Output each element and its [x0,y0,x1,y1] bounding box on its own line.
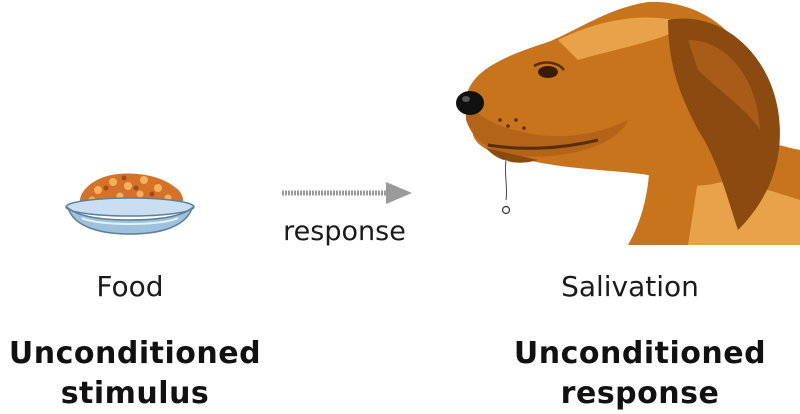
reaction-name: Salivation [561,270,699,303]
term-line: Unconditioned [513,336,767,371]
stimulus-name: Food [96,270,164,303]
food-bowl-icon [65,173,195,235]
arrow-label: response [283,216,406,247]
term-line: Unconditioned [8,336,262,371]
unconditioned-stimulus-term: Unconditioned stimulus [0,334,270,414]
unconditioned-response-term: Unconditioned response [495,334,785,414]
term-line: stimulus [60,376,210,411]
term-line: response [560,376,720,411]
dog-illustration [456,1,800,245]
arrow-right-icon [282,182,412,204]
